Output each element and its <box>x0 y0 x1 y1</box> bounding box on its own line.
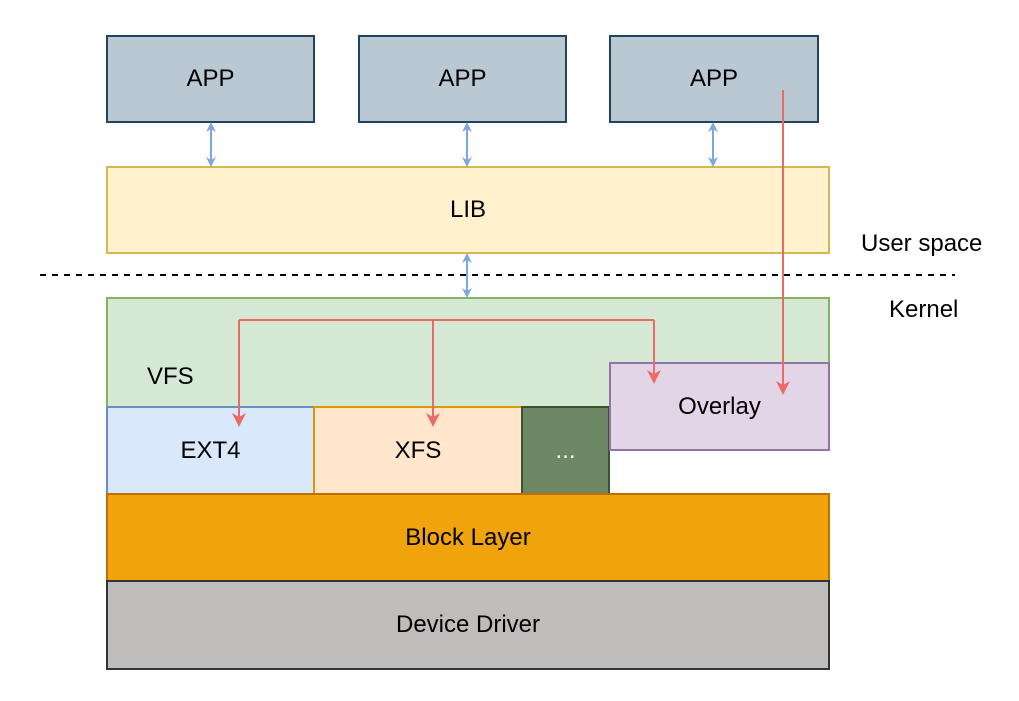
app-box-2: APP <box>358 35 567 123</box>
overlay-box: Overlay <box>609 362 830 451</box>
device-driver-label: Device Driver <box>395 611 541 638</box>
overlay-label: Overlay <box>678 392 761 420</box>
app-box-3: APP <box>609 35 819 123</box>
vfs-box: VFS <box>106 297 830 408</box>
kernel-label: Kernel <box>889 296 959 323</box>
xfs-box: XFS <box>313 406 523 495</box>
ext4-label: EXT4 <box>180 436 241 464</box>
block-layer-label: Block Layer <box>405 523 531 551</box>
block-layer-box: Block Layer <box>106 493 830 582</box>
app-label: APP <box>689 65 739 92</box>
more-filesystems-box: ... <box>521 406 610 495</box>
app-label: APP <box>438 65 487 92</box>
app-label: APP <box>186 65 235 92</box>
lib-box: LIB <box>106 166 830 254</box>
xfs-label: XFS <box>394 436 442 464</box>
more-label: ... <box>555 436 576 464</box>
lib-label: LIB <box>449 196 487 223</box>
user-space-label: User space <box>861 230 983 257</box>
app-box-1: APP <box>106 35 315 123</box>
ext4-box: EXT4 <box>106 406 315 495</box>
device-driver-box: Device Driver <box>106 580 830 670</box>
vfs-label: VFS <box>147 363 194 390</box>
